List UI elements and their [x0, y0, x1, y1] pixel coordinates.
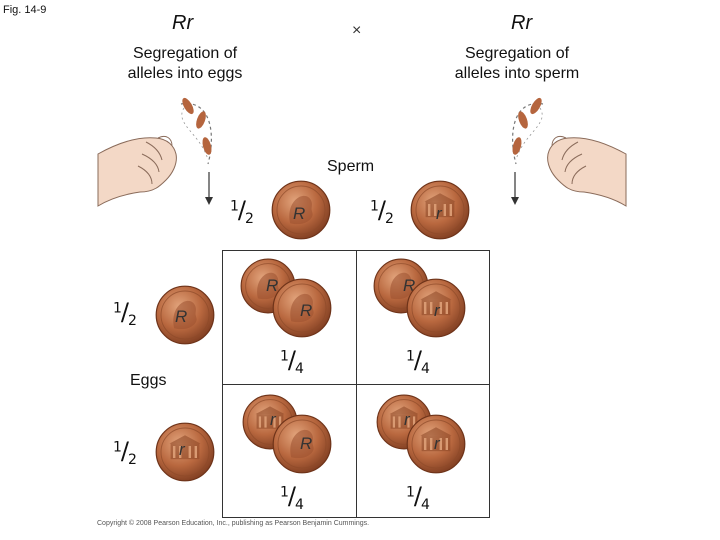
left-parent-genotype: Rr [172, 12, 194, 34]
left-caption-line2: alleles into eggs [127, 65, 243, 82]
right-parent-genotype: Rr [511, 12, 533, 34]
left-hand-coin-toss-illustration [97, 97, 213, 207]
right-caption-line2: alleles into sperm [454, 65, 580, 82]
cell-Rr-coin-bottom: r [406, 278, 466, 338]
figure-label: Fig. 14-9 [3, 4, 47, 16]
cross-symbol: × [352, 22, 362, 39]
cell-rR-coin-top: r [242, 394, 298, 450]
egg-coin-r: r [155, 422, 215, 482]
cell-rR-probability: 1/4 [280, 482, 304, 513]
egg-r-probability: 1/2 [113, 437, 137, 468]
egg-coin-R: R [155, 285, 215, 345]
sperm-coin-r: r [410, 180, 470, 240]
sperm-R-probability: 1/2 [230, 196, 254, 227]
sperm-coin-R: R [271, 180, 331, 240]
left-parent-caption: Segregation of alleles into eggs [110, 44, 260, 84]
penny-tails-icon [155, 422, 215, 482]
eggs-label: Eggs [130, 372, 167, 389]
cell-rr-probability: 1/4 [406, 482, 430, 513]
sperm-label: Sperm [327, 158, 375, 175]
cell-RR-coin-bottom: R [272, 278, 332, 338]
right-parent-caption: Segregation of alleles into sperm [442, 44, 592, 84]
right-hand-coin-toss-illustration [511, 97, 627, 207]
cell-rr-coin-bottom: r [406, 414, 466, 474]
cell-Rr-probability: 1/4 [406, 346, 430, 377]
cell-rr-coin-top: r [376, 394, 432, 450]
right-caption-line1: Segregation of [464, 45, 570, 62]
cell-Rr-coin-top: R [373, 258, 429, 314]
egg-R-probability: 1/2 [113, 298, 137, 329]
copyright-notice: Copyright © 2008 Pearson Education, Inc.… [97, 520, 370, 527]
cell-RR-probability: 1/4 [280, 346, 304, 377]
cell-rR-coin-bottom: R [272, 414, 332, 474]
left-caption-line1: Segregation of [132, 45, 238, 62]
cell-RR-coin-top: R [240, 258, 296, 314]
sperm-r-probability: 1/2 [370, 196, 394, 227]
punnett-divider-horizontal [222, 384, 490, 385]
